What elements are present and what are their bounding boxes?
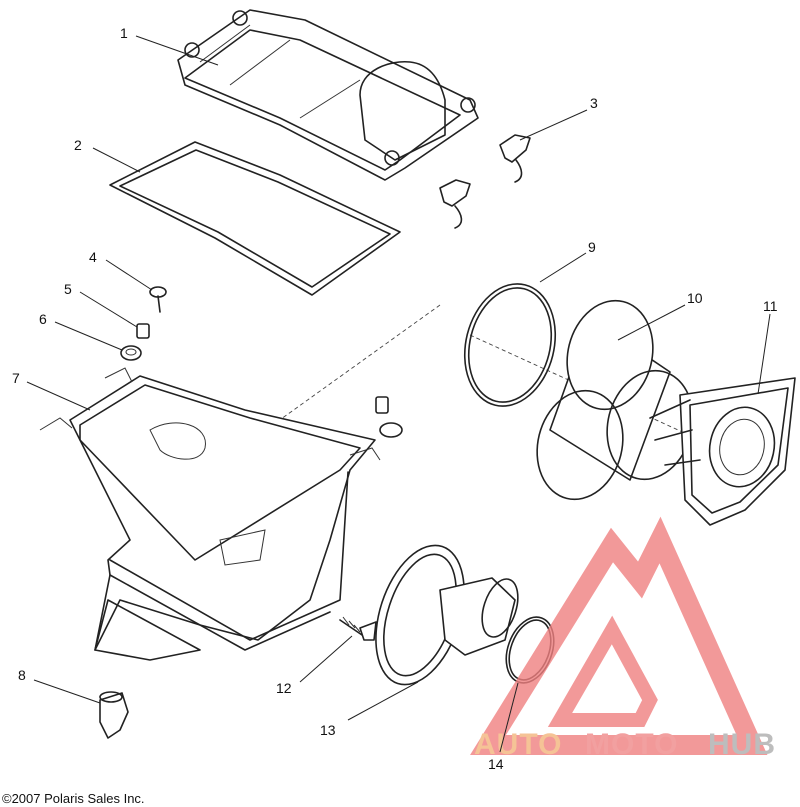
part-12-screw xyxy=(339,616,377,641)
callout-7: 7 xyxy=(12,370,20,386)
part-3-clips xyxy=(439,134,531,229)
callout-1: 1 xyxy=(120,25,128,41)
callout-2: 2 xyxy=(74,137,82,153)
watermark-text-auto: AUTO xyxy=(474,728,562,761)
part-6-grommet xyxy=(120,345,142,361)
callout-14: 14 xyxy=(488,756,504,772)
callout-3: 3 xyxy=(590,95,598,111)
callout-8: 8 xyxy=(18,667,26,683)
assembly-axis-line xyxy=(209,304,441,471)
watermark-text-hub: HUB xyxy=(708,728,776,761)
watermark-text-moto: MOTO xyxy=(585,728,678,761)
callout-13: 13 xyxy=(320,722,336,738)
part-8-drain-plug xyxy=(99,691,129,739)
part-11-filter-cage xyxy=(649,377,796,526)
copyright-notice: ©2007 Polaris Sales Inc. xyxy=(2,791,145,806)
callout-10: 10 xyxy=(687,290,703,306)
part-13-intake-boot xyxy=(375,544,519,686)
callout-9: 9 xyxy=(588,239,596,255)
callout-12: 12 xyxy=(276,680,292,696)
part-10-air-filter xyxy=(536,299,694,501)
callout-11: 11 xyxy=(763,298,778,314)
part-5-spacer xyxy=(136,323,150,339)
part-1-airbox-cover xyxy=(177,9,479,181)
part-9-filter-ring xyxy=(463,283,557,407)
part-7-airbox-body xyxy=(39,367,381,661)
part-4-screw xyxy=(149,286,167,313)
callout-6: 6 xyxy=(39,311,47,327)
part-2-gasket xyxy=(109,141,401,296)
watermark-logo xyxy=(470,516,768,755)
watermark-triangle xyxy=(470,516,768,755)
grommet-spacer-pair xyxy=(375,396,403,438)
leader-lines xyxy=(26,35,771,753)
callout-4: 4 xyxy=(89,249,97,265)
callout-5: 5 xyxy=(64,281,72,297)
